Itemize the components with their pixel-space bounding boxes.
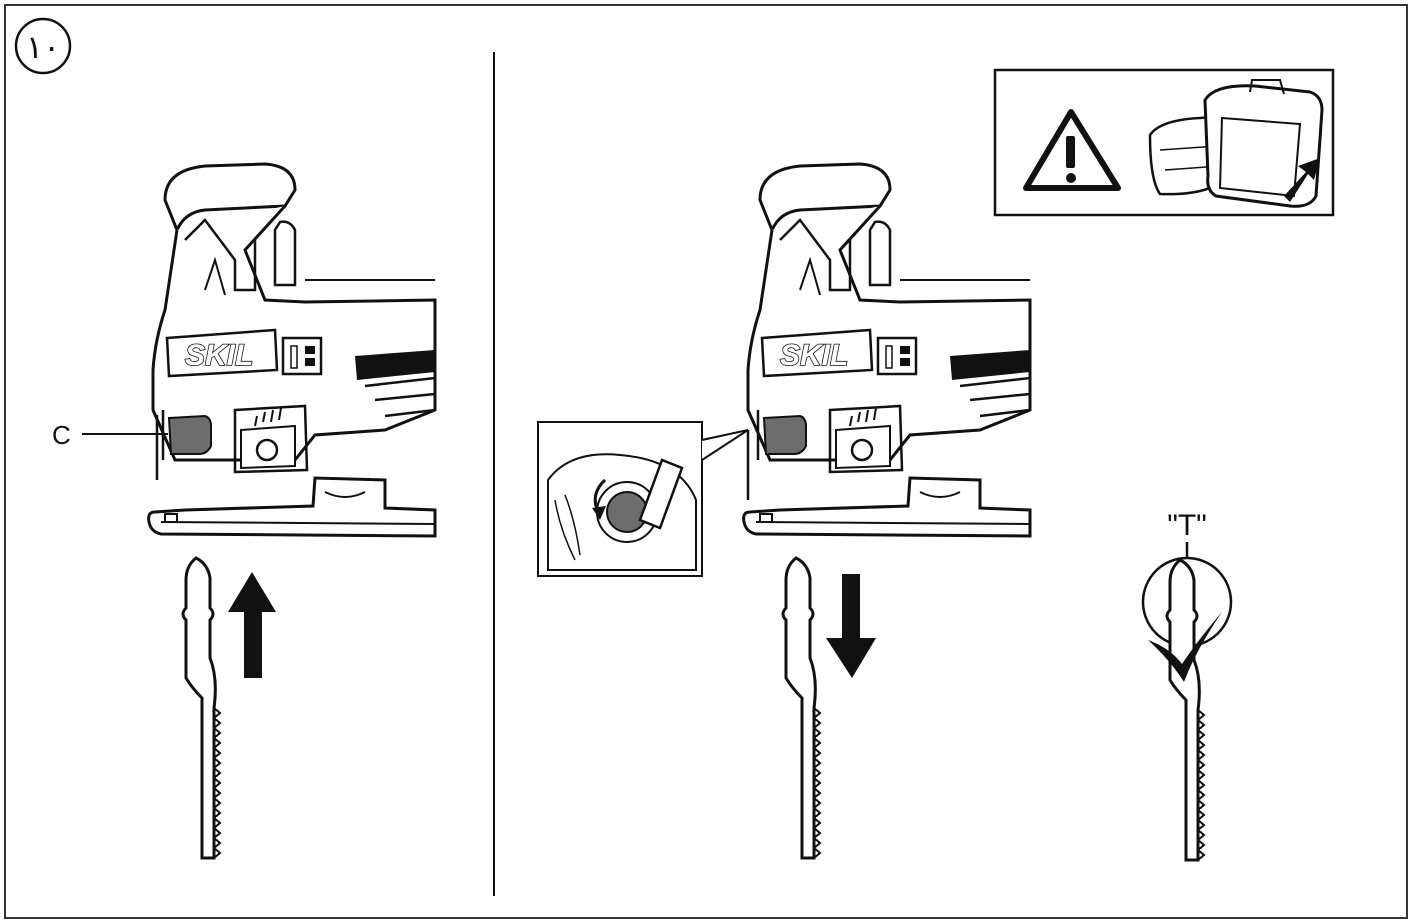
release-lever-middle: [762, 414, 807, 455]
brand-logo-middle: SKIL: [780, 339, 848, 372]
blade-type-label: "T": [1167, 509, 1207, 542]
left-jigsaw: SKIL: [147, 162, 437, 538]
release-lever-c: [167, 414, 212, 455]
checkmark-icon: [1148, 612, 1222, 682]
warning-box: [993, 68, 1335, 217]
arrow-up-icon: [228, 572, 276, 678]
battery-removal-icon: [1148, 79, 1324, 208]
middle-blade: [781, 556, 822, 860]
step-number: ١٠: [26, 29, 60, 65]
left-blade: [181, 556, 222, 860]
warning-triangle-icon: [1023, 109, 1121, 191]
brand-logo: SKIL: [185, 339, 253, 372]
arrow-down-icon: [826, 574, 876, 678]
step-badge: ١٠: [14, 17, 72, 75]
middle-jigsaw: SKIL: [742, 162, 1032, 538]
outer-frame: [4, 4, 1408, 919]
callout-letter-c: C: [52, 420, 71, 450]
lever-detail-inset: [537, 421, 749, 577]
